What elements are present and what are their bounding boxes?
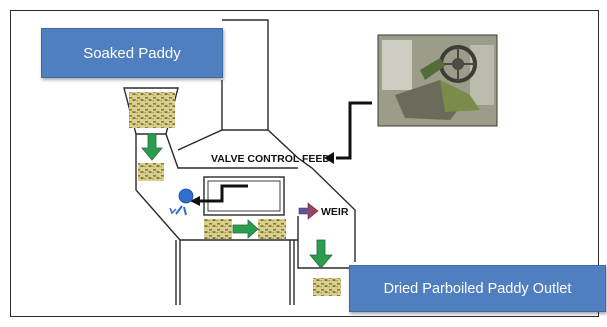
leg-left	[175, 240, 181, 305]
flow-arrow-down-hopper	[141, 133, 163, 161]
flow-arrow-down-outlet	[309, 239, 333, 269]
soaked-paddy-label: Soaked Paddy	[41, 28, 223, 78]
body-inner-top	[165, 133, 298, 169]
body-roof	[177, 129, 356, 262]
paddy-icon-chamber-in	[204, 219, 232, 239]
feed-arrow-chamber	[198, 184, 248, 203]
feed-arrows	[198, 101, 372, 203]
inner-chamber-lining	[207, 180, 281, 212]
inner-chamber	[203, 176, 285, 216]
feed-arrow-valve	[336, 101, 372, 160]
body-left-wall	[135, 134, 298, 241]
valve-photo	[377, 34, 498, 127]
valve-control-feed-label: VALVE CONTROL FEED	[211, 153, 330, 165]
weir-arrow	[298, 202, 319, 220]
weir-label: WEIR	[321, 206, 349, 218]
feed-chute	[221, 19, 269, 130]
flow-arrows	[141, 133, 333, 269]
feed-arrow-valve-head	[324, 152, 334, 164]
paddy-icon-chamber-out	[258, 219, 286, 239]
leg-right	[289, 240, 295, 305]
paddy-grains	[129, 92, 341, 296]
paddy-icon-hopper	[129, 92, 175, 128]
outlet-channel	[297, 216, 350, 269]
blower-icon	[169, 188, 194, 216]
feed-arrow-chamber-head	[190, 196, 200, 206]
dryer-outline	[123, 19, 356, 305]
flow-arrow-right	[232, 219, 259, 239]
dried-parboiled-paddy-outlet-label: Dried Parboiled Paddy Outlet	[349, 265, 606, 312]
paddy-icon-chute	[138, 163, 164, 181]
paddy-icon-outlet	[313, 278, 341, 296]
